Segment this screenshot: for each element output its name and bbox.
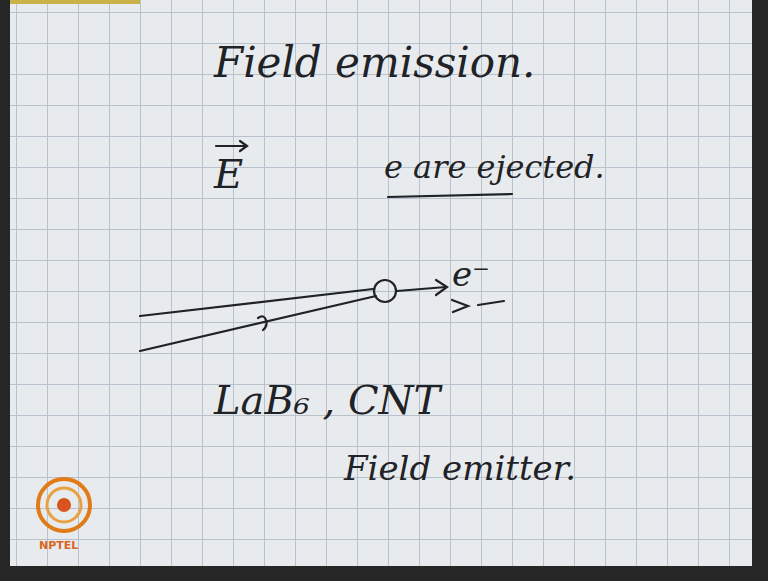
- vector-arrow-head: [240, 141, 247, 151]
- dash: [478, 301, 504, 305]
- vector-arrow: [216, 145, 246, 147]
- nptel-logo: [38, 479, 90, 531]
- note-text: e are ejected.: [384, 150, 605, 185]
- chevron: [452, 300, 468, 312]
- underline: [388, 194, 512, 197]
- logo-text: NPTEL: [39, 540, 78, 552]
- vector-symbol: E: [214, 152, 243, 196]
- emission-arrow: [397, 287, 446, 291]
- emitter-lower-edge: [140, 296, 376, 351]
- electron-label: e⁻: [452, 256, 490, 293]
- tip-mark: [258, 316, 267, 330]
- emitter-upper-edge: [140, 289, 373, 316]
- paper-edge: [10, 0, 140, 4]
- title-text: Field emission.: [214, 40, 535, 86]
- arrow-head: [436, 280, 447, 295]
- electron-circle: [374, 280, 396, 302]
- caption-note: Field emitter.: [344, 450, 576, 487]
- material-label: LaB₆ , CNT: [214, 378, 440, 422]
